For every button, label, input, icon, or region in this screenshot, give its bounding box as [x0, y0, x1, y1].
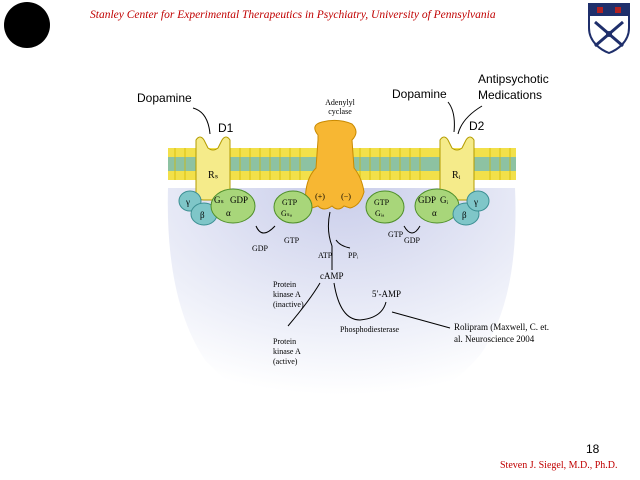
gi-gdp-label: GDP: [418, 195, 436, 205]
gi-label: Gᵢ: [440, 195, 448, 205]
minus-sign: (−): [341, 192, 351, 201]
d1-receptor: [195, 136, 231, 201]
adenylyl-cyclase-line1: Adenylyl: [325, 98, 356, 107]
pka-inactive-line2: kinase A: [273, 290, 301, 299]
d1-label: D1: [218, 121, 234, 135]
gsa-gtp-label: GTP: [282, 198, 298, 207]
plus-sign: (+): [315, 192, 325, 201]
d1-receptor-label: Rₛ: [208, 170, 219, 181]
d2-label: D2: [469, 119, 485, 133]
gi-gamma-label: γ: [473, 197, 478, 207]
page-number: 18: [586, 442, 600, 456]
gs-alpha-subunit: [210, 188, 256, 224]
gs-beta-label: β: [200, 210, 205, 220]
gi-alpha-label: α: [432, 208, 437, 218]
rolipram-inhibition-arrow: [391, 311, 451, 329]
camp-to-5amp-arrow: [333, 282, 387, 321]
rolipram-line2: al. Neuroscience 2004: [454, 334, 535, 344]
gsa-label: Gₛₐ: [281, 209, 293, 218]
atp-to-camp-arrow: [327, 211, 333, 270]
phosphodiesterase-label: Phosphodiesterase: [340, 325, 400, 334]
pka-active-line1: Protein: [273, 337, 296, 346]
camp-label: cAMP: [320, 271, 344, 281]
ppi-arrow: [335, 239, 351, 249]
gs-gamma-label: γ: [185, 197, 190, 207]
pka-inactive-line1: Protein: [273, 280, 296, 289]
logo-circle: [4, 2, 50, 48]
pka-inactive-line3: (inactive): [273, 300, 304, 309]
header-title: Stanley Center for Experimental Therapeu…: [90, 9, 496, 21]
dopamine-right-pointer: [447, 101, 455, 133]
left-gdp-label: GDP: [252, 244, 269, 253]
right-exchange-arrow: [403, 225, 421, 234]
adenylyl-cyclase-line2: cyclase: [328, 107, 352, 116]
antipsychotic-line1: Antipsychotic: [478, 72, 549, 86]
gi-gamma-subunit: [466, 190, 490, 212]
pka-activation-arrow: [287, 282, 321, 327]
penn-shield-icon: [588, 3, 630, 54]
left-exchange-arrow: [255, 225, 276, 234]
atp-label: ATP: [318, 251, 333, 260]
left-gtp-label: GTP: [284, 236, 300, 245]
author-credit: Steven J. Siegel, M.D., Ph.D.: [500, 460, 618, 471]
antipsychotic-pointer: [457, 105, 483, 135]
ppi-label: PPᵢ: [348, 251, 359, 260]
right-gdp-label: GDP: [404, 236, 421, 245]
gs-gdp-label: GDP: [230, 195, 248, 205]
five-amp-label: 5′-AMP: [372, 289, 401, 299]
gs-alpha-label: α: [226, 208, 231, 218]
gia-label: Gᵢₐ: [375, 209, 385, 218]
pka-active-line2: kinase A: [273, 347, 301, 356]
d2-receptor-label: Rᵢ: [452, 170, 461, 181]
gs-label: Gₛ: [214, 195, 224, 205]
gia-gtp-label: GTP: [374, 198, 390, 207]
gi-beta-label: β: [462, 210, 467, 220]
right-gtp-label: GTP: [388, 230, 404, 239]
gsa-gtp-complex: [273, 190, 313, 224]
rolipram-line1: Rolipram (Maxwell, C. et.: [454, 322, 549, 332]
gia-gtp-complex: [365, 190, 405, 224]
antipsychotic-line2: Medications: [478, 88, 542, 102]
dopamine-left-pointer: [192, 107, 211, 135]
pka-active-line3: (active): [273, 357, 298, 366]
dopamine-right-label: Dopamine: [392, 87, 447, 101]
dopamine-left-label: Dopamine: [137, 91, 192, 105]
cytoplasm-region: [167, 188, 516, 419]
